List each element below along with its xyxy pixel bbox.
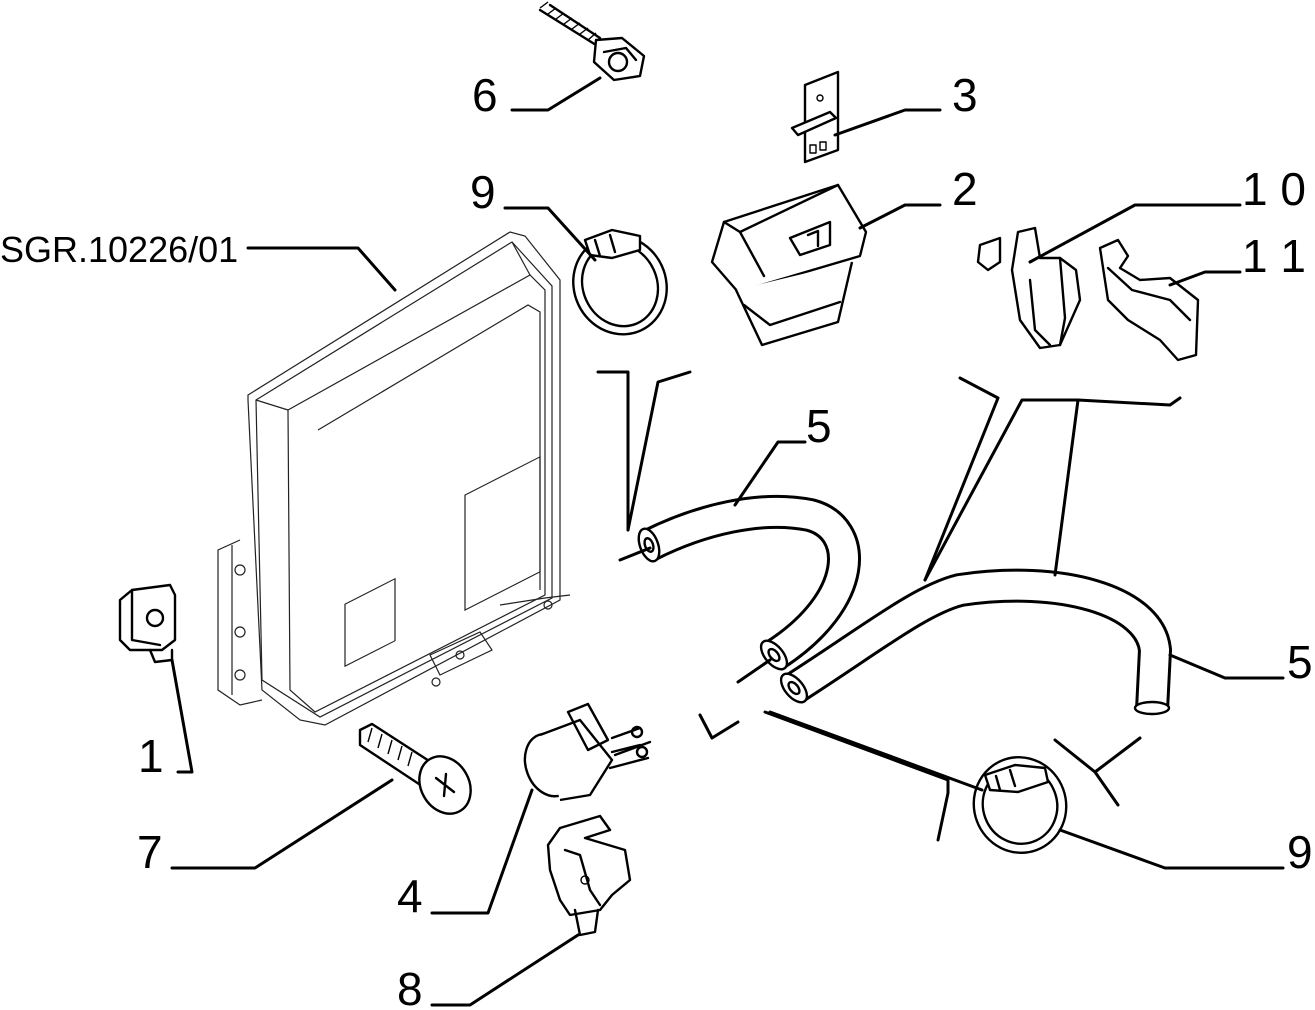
callout-2: 2 — [952, 163, 978, 215]
hose-clamp-upper — [572, 228, 668, 336]
callout-4: 4 — [397, 870, 423, 922]
callout-11: 1 1 — [1242, 230, 1306, 282]
hose-upper — [637, 494, 861, 671]
relay — [710, 183, 868, 347]
callout-5-upper: 5 — [806, 400, 832, 452]
callout-10: 1 0 — [1242, 163, 1306, 215]
screw-6 — [538, 1, 646, 82]
bolt-7 — [358, 722, 472, 815]
hose-clamp-lower — [972, 756, 1068, 854]
valve — [523, 702, 652, 802]
callout-9-upper: 9 — [470, 166, 496, 218]
clip-nut — [118, 583, 177, 664]
drawing-reference: SGR.10226/01 — [0, 229, 238, 270]
leader-lines — [170, 76, 1285, 1007]
clip-8 — [546, 814, 632, 937]
bracket-plate — [790, 70, 840, 164]
pipe-clip-10 — [976, 226, 1082, 350]
callout-8: 8 — [397, 963, 423, 1010]
callout-3: 3 — [952, 69, 978, 121]
callout-7: 7 — [137, 826, 163, 878]
callout-1: 1 — [138, 730, 164, 782]
hose-lower — [779, 568, 1172, 716]
callout-6: 6 — [472, 69, 498, 121]
callout-5-lower: 5 — [1287, 636, 1313, 688]
callout-9-lower: 9 — [1287, 826, 1313, 878]
pipe-clip-11 — [1098, 238, 1200, 362]
control-unit — [217, 231, 571, 726]
